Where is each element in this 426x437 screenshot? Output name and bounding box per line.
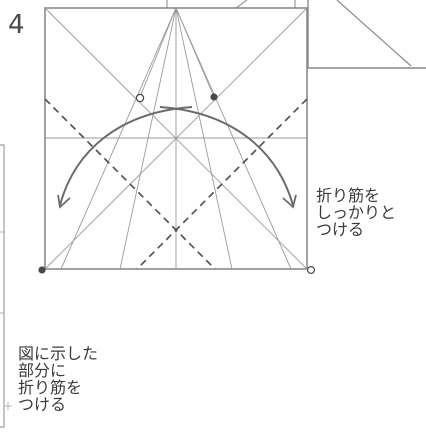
- open-corner-mark: [307, 266, 316, 275]
- crease-fan-3: [175, 7, 233, 270]
- fold-arrow-right: [159, 106, 294, 206]
- filled-mark-right: [210, 93, 218, 101]
- crease-fan-2: [119, 7, 177, 270]
- previous-square-diagonal: [336, 0, 412, 67]
- note-line: 折り筋を: [316, 186, 381, 205]
- left-panel-border: [0, 144, 5, 428]
- fold-arrows: [57, 106, 297, 209]
- valley-fold-lines: [44, 98, 308, 270]
- crease-lines: [44, 7, 308, 270]
- note-line: つける: [18, 395, 67, 414]
- previous-step-fragment: [307, 0, 426, 69]
- note-line: 部分に: [18, 361, 67, 380]
- small-tick: [4, 402, 12, 410]
- note-crease-indicated: 図に示した 部分に 折り筋を つける: [18, 345, 98, 413]
- filled-corner-mark: [38, 266, 46, 274]
- note-line: 図に示した: [18, 344, 99, 363]
- valley-fold-1: [44, 98, 216, 270]
- previous-square-edge: [307, 0, 426, 69]
- fold-arrow-left-head: [57, 194, 71, 209]
- note-crease-firmly: 折り筋を しっかりと つける: [316, 187, 396, 238]
- crease-to-mark-right: [175, 7, 215, 98]
- crease-fan-1: [60, 7, 177, 270]
- note-line: つける: [316, 220, 365, 239]
- step-number: 4: [8, 10, 25, 40]
- note-line: 折り筋を: [18, 378, 83, 397]
- open-mark-left: [135, 93, 145, 103]
- note-line: しっかりと: [316, 203, 397, 222]
- crease-to-mark-left: [139, 7, 177, 98]
- reference-marks: [38, 93, 316, 275]
- fold-arrow-right-head: [282, 194, 297, 209]
- valley-fold-2: [136, 98, 308, 270]
- top-fold-fragment: [166, 0, 296, 9]
- fold-arrow-left: [59, 106, 193, 206]
- crease-fan-4: [175, 7, 292, 270]
- left-panel-fragment: [0, 144, 5, 428]
